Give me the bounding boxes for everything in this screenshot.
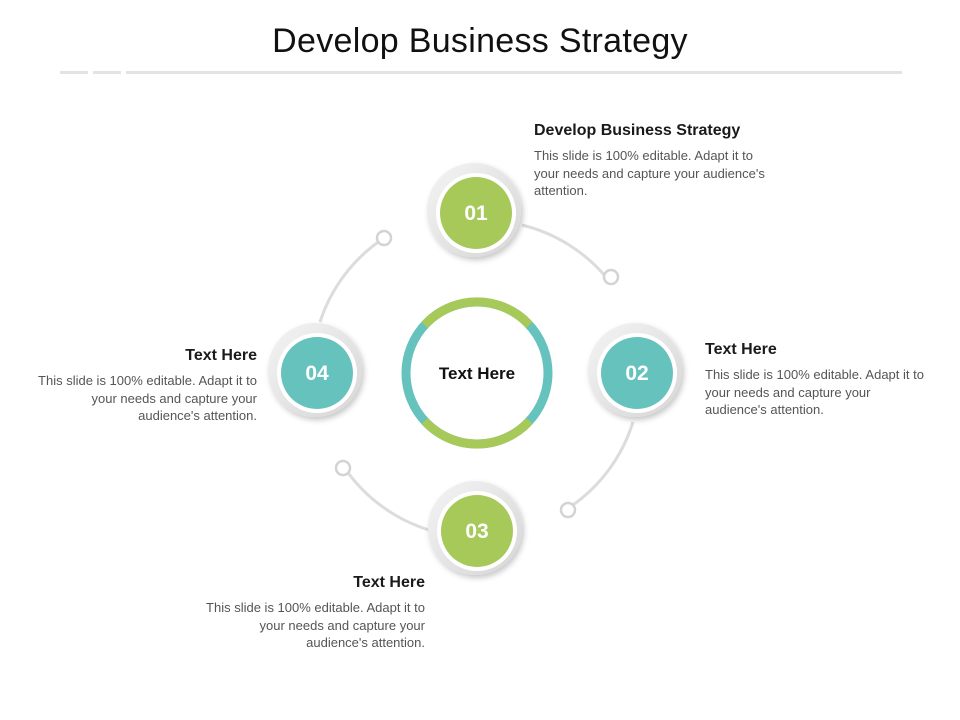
- title-divider: [126, 71, 902, 74]
- center-label: Text Here: [439, 364, 515, 383]
- node-number: 03: [465, 520, 488, 543]
- slide-title: Develop Business Strategy: [272, 22, 688, 60]
- text-block-02: Text Here This slide is 100% editable. A…: [705, 341, 930, 419]
- center-ring: Text Here: [401, 297, 553, 449]
- center-ring-segment: [421, 297, 533, 329]
- text-block-heading: Text Here: [353, 574, 425, 591]
- node-01: 01: [427, 163, 521, 257]
- node-02: 02: [588, 323, 682, 417]
- connector-dot: [559, 501, 577, 519]
- node-circle: [281, 337, 353, 409]
- text-block-04: Text Here This slide is 100% editable. A…: [32, 347, 257, 425]
- node-number: 01: [464, 202, 488, 225]
- node-number: 04: [305, 362, 329, 385]
- node-03: 03: [428, 481, 522, 575]
- connector-arc-2-3: [569, 421, 635, 509]
- text-block-01: Develop Business Strategy This slide is …: [534, 122, 774, 200]
- center-ring-segment: [421, 417, 533, 449]
- connector-arc-3-4: [344, 469, 430, 532]
- connector-dot: [602, 268, 620, 286]
- node-circle: [441, 495, 513, 567]
- connector-dot: [334, 459, 352, 477]
- connector-arc-1-2: [521, 223, 608, 278]
- title-divider: [93, 71, 121, 74]
- text-block-body: This slide is 100% editable. Adapt it to…: [534, 148, 765, 198]
- node-number: 02: [625, 362, 648, 385]
- connector-arc-4-1: [318, 238, 382, 323]
- title-divider: [60, 71, 88, 74]
- text-block-body: This slide is 100% editable. Adapt it to…: [705, 367, 924, 417]
- text-block-heading: Text Here: [705, 341, 777, 358]
- connector-dot: [375, 229, 393, 247]
- text-block-heading: Text Here: [185, 347, 257, 364]
- text-block-03: Text Here This slide is 100% editable. A…: [200, 574, 425, 652]
- node-circle: [440, 177, 512, 249]
- text-block-body: This slide is 100% editable. Adapt it to…: [38, 373, 257, 423]
- text-block-heading: Develop Business Strategy: [534, 122, 741, 139]
- node-circle: [601, 337, 673, 409]
- text-block-body: This slide is 100% editable. Adapt it to…: [206, 600, 425, 650]
- node-04: 04: [268, 323, 362, 417]
